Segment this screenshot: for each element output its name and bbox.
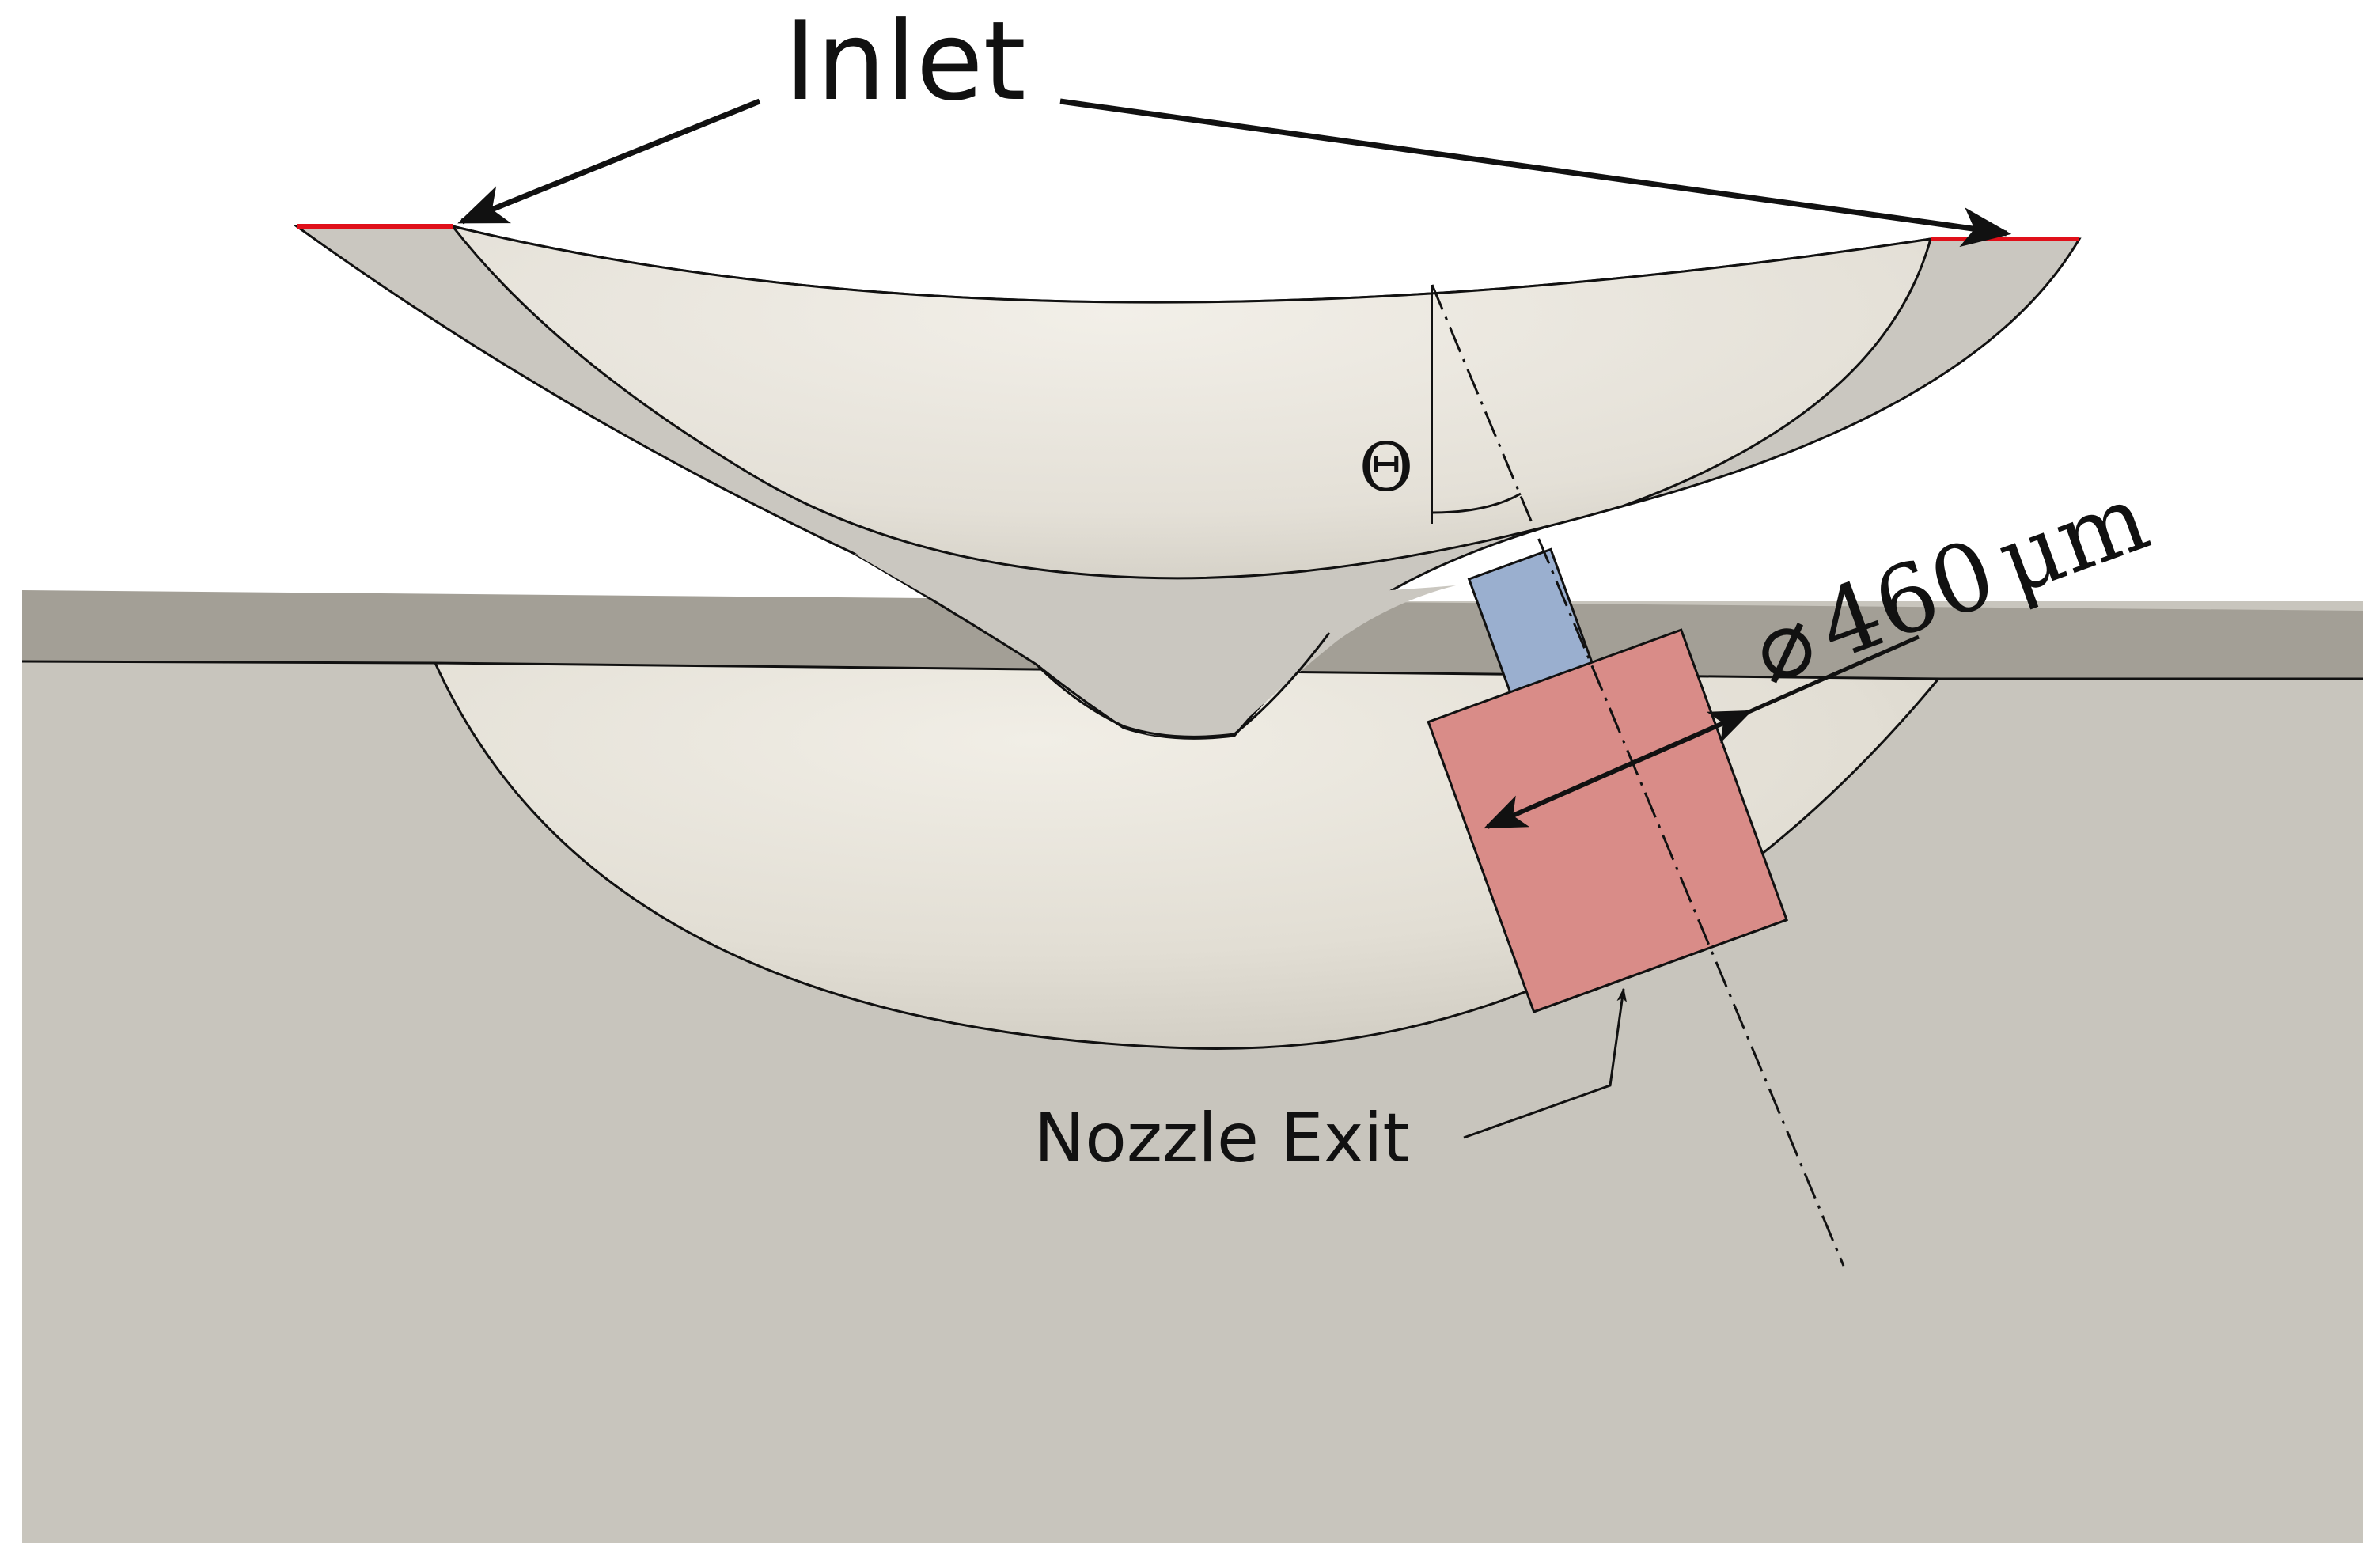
upper-tip: [855, 554, 1456, 737]
inlet-label: Inlet: [784, 0, 1026, 125]
nozzle-exit-leader-icon: [1463, 987, 1628, 1139]
theta-arc-icon: [1431, 492, 1522, 514]
lower-body: [21, 590, 2363, 1543]
inlet-arrow-right: [1059, 98, 2012, 248]
inlet-arrow-left: [457, 98, 761, 225]
diameter-extension-line: [1747, 634, 1920, 714]
body-top-edge: [21, 660, 436, 665]
nozzle-axis: [1431, 284, 1845, 1267]
upper-bowl: [449, 224, 1933, 580]
upper-part: [293, 224, 2082, 740]
theta-label: Θ: [1359, 429, 1414, 506]
nozzle-exit-label: Nozzle Exit: [1034, 1099, 1409, 1178]
diameter-unit: μm: [1984, 462, 2161, 616]
upper-tip-outline: [1035, 632, 1331, 738]
nozzle-exit-dashed: [1533, 919, 1787, 1013]
diameter-dimension-arrow: [1484, 710, 1753, 829]
